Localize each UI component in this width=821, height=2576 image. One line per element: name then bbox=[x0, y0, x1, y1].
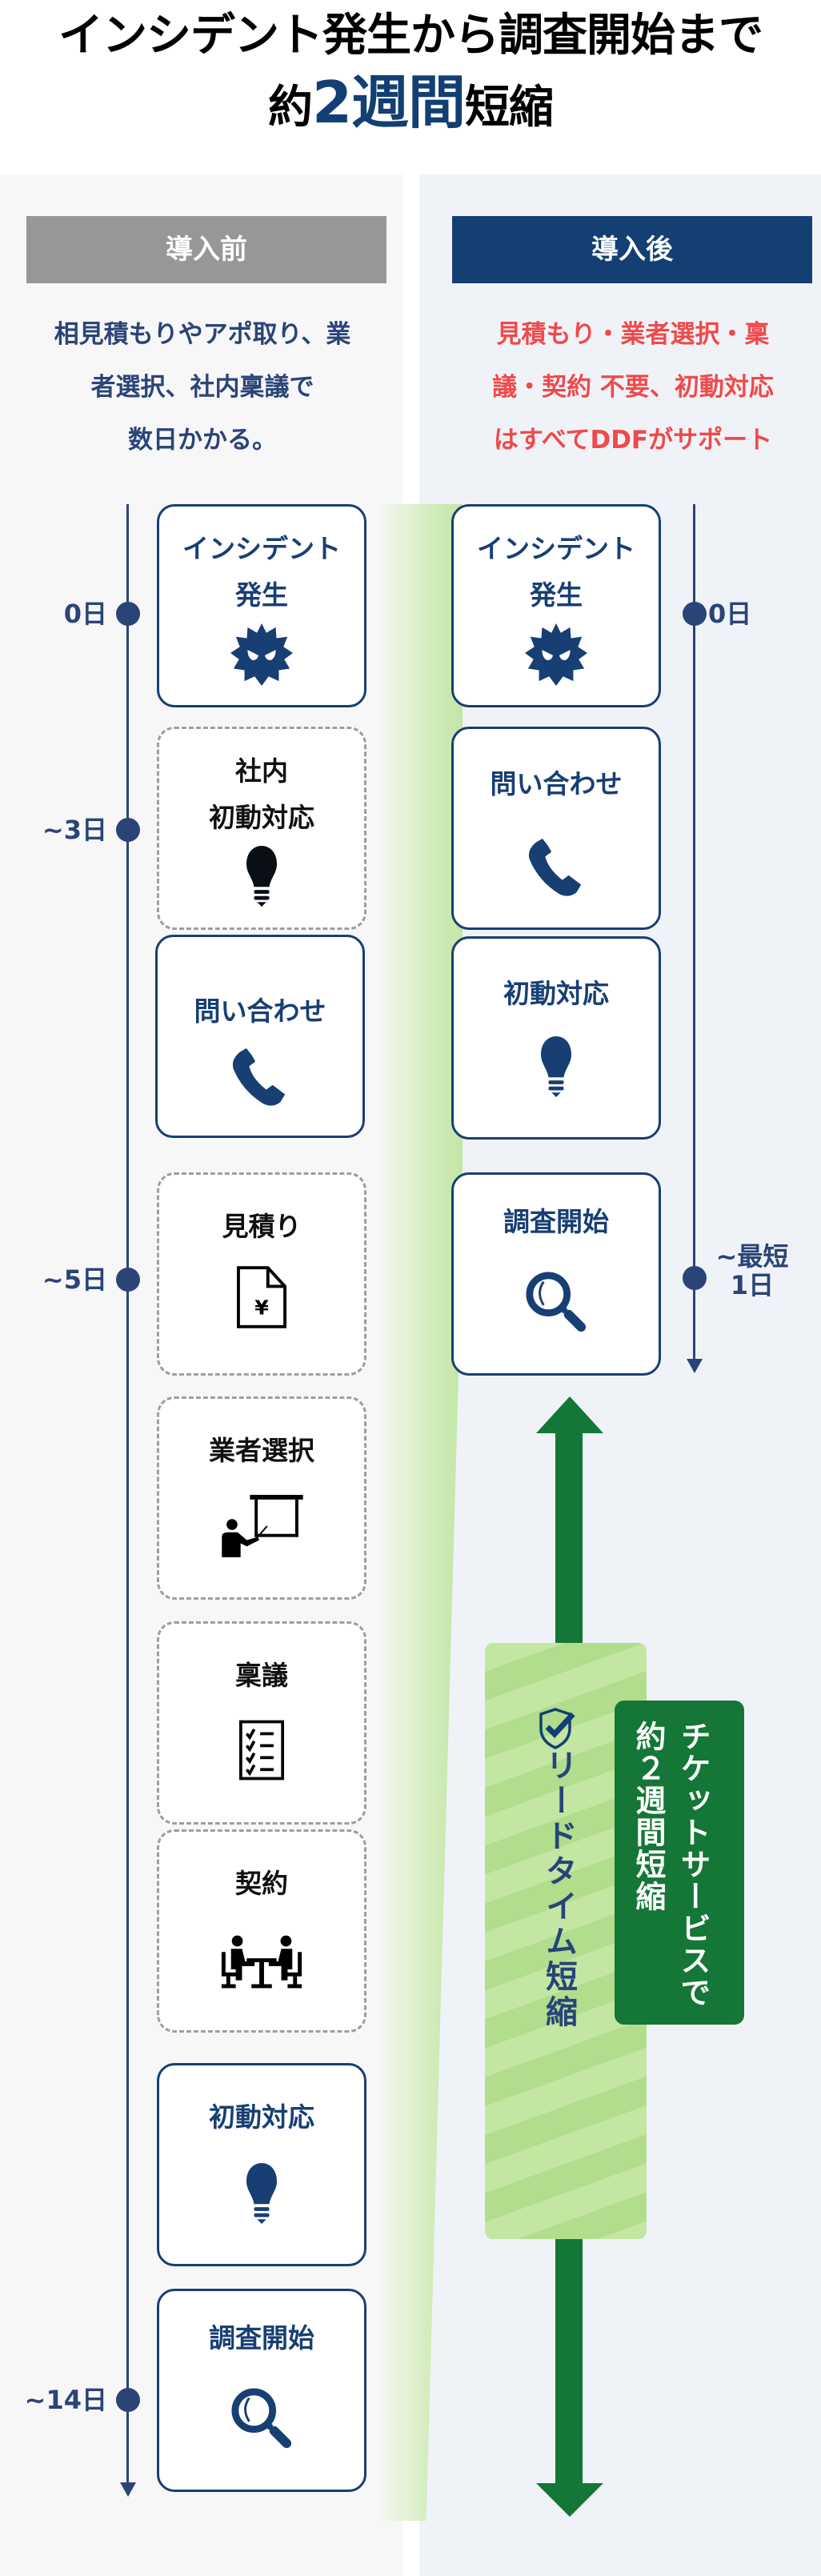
before-step-incident: インシデント 発生 bbox=[157, 504, 366, 707]
lightbulb-icon bbox=[245, 846, 278, 907]
before-timeline-axis bbox=[126, 504, 129, 2490]
timeline-marker bbox=[683, 602, 707, 626]
subtitle-prefix: 約 bbox=[267, 82, 313, 134]
yen-document-icon bbox=[237, 1266, 286, 1328]
step-label: 問い合わせ bbox=[194, 996, 326, 1027]
step-label: 初動対応 bbox=[209, 2101, 314, 2133]
subtitle-accent: 2週間 bbox=[311, 69, 466, 136]
step-label: 調査開始 bbox=[503, 1206, 609, 1237]
after-header: 導入後 bbox=[452, 216, 812, 283]
virus-icon bbox=[525, 623, 587, 686]
step-label: 見積り bbox=[222, 1211, 302, 1242]
before-description: 相見積もりやアポ取り、業 者選択、社内稟議で 数日かかる。 bbox=[54, 320, 351, 455]
before-step-inquiry: 問い合わせ bbox=[155, 935, 365, 1138]
lightbulb-icon bbox=[539, 1036, 573, 1097]
before-step-contract: 契約 bbox=[157, 1829, 366, 2033]
lead-time-arrow-down-head bbox=[536, 2483, 603, 2517]
before-timeline-arrowhead bbox=[119, 2482, 136, 2497]
after-step-incident: インシデント 発生 bbox=[451, 504, 661, 707]
after-description: 見積もり・業者選択・稟 議・契約 不要、初動対応 はすべてDDFがサポート bbox=[492, 320, 774, 455]
lightbulb-icon bbox=[245, 2163, 278, 2224]
phone-icon bbox=[229, 1046, 291, 1108]
subtitle-suffix: 短縮 bbox=[465, 82, 554, 134]
step-label: 社内 初動対応 bbox=[209, 755, 314, 833]
before-step-internal-response: 社内 初動対応 bbox=[157, 727, 366, 930]
timeline-marker bbox=[116, 1268, 140, 1292]
lead-time-arrow-up-head bbox=[536, 1396, 603, 1433]
after-step-inquiry: 問い合わせ bbox=[451, 727, 661, 930]
step-label: 問い合わせ bbox=[490, 768, 623, 799]
timeline-marker bbox=[116, 818, 140, 842]
timeline-marker bbox=[683, 1266, 707, 1290]
step-label: 初動対応 bbox=[503, 978, 609, 1009]
phone-icon bbox=[525, 836, 587, 899]
timeline-label: ~最短 1日 bbox=[715, 1241, 789, 1300]
timeline-label: ~14日 bbox=[24, 2385, 107, 2415]
step-label: 調査開始 bbox=[209, 2322, 314, 2354]
timeline-label: ~3日 bbox=[42, 815, 107, 845]
step-label: インシデント 発生 bbox=[477, 533, 635, 611]
magnifier-icon bbox=[230, 2387, 293, 2450]
ticket-note-line2: 約２週間短縮 bbox=[631, 1721, 666, 1913]
before-step-initial-response: 初動対応 bbox=[157, 2063, 366, 2266]
timeline-marker bbox=[116, 2388, 140, 2412]
ticket-service-box bbox=[615, 1701, 744, 2025]
ticket-service-note: チケットサービスで 約２週間短縮 bbox=[626, 1721, 715, 2017]
page-subtitle: 約2週間短縮 bbox=[0, 70, 821, 140]
before-step-investigation-start: 調査開始 bbox=[157, 2289, 366, 2492]
step-label: 契約 bbox=[235, 1868, 288, 1899]
timeline-label: 0日 bbox=[708, 599, 752, 629]
timeline-label: ~5日 bbox=[42, 1264, 107, 1295]
ticket-note-line1: チケットサービスで bbox=[675, 1721, 711, 2009]
checklist-icon bbox=[239, 1720, 284, 1781]
after-timeline-arrowhead bbox=[686, 1359, 703, 1373]
shield-check-icon bbox=[538, 1706, 578, 1751]
step-label: インシデント 発生 bbox=[182, 533, 341, 611]
lead-time-label: リードタイム短縮 bbox=[540, 1749, 577, 2030]
before-step-estimate: 見積り bbox=[157, 1172, 366, 1376]
after-timeline-axis bbox=[693, 504, 695, 1364]
after-step-initial-response: 初動対応 bbox=[451, 936, 661, 1140]
presenter-icon bbox=[218, 1495, 305, 1557]
step-label: 稟議 bbox=[235, 1660, 288, 1691]
timeline-label: 0日 bbox=[63, 599, 107, 629]
meeting-icon bbox=[218, 1934, 305, 1990]
before-step-vendor-selection: 業者選択 bbox=[157, 1396, 366, 1600]
page-title: インシデント発生から調査開始まで bbox=[58, 10, 763, 62]
virus-icon bbox=[230, 623, 293, 686]
before-step-approval: 稟議 bbox=[157, 1621, 366, 1825]
before-header: 導入前 bbox=[26, 216, 386, 283]
step-label: 業者選択 bbox=[209, 1435, 314, 1466]
timeline-marker bbox=[116, 602, 140, 626]
magnifier-icon bbox=[525, 1271, 587, 1333]
after-step-investigation-start: 調査開始 bbox=[451, 1172, 661, 1376]
